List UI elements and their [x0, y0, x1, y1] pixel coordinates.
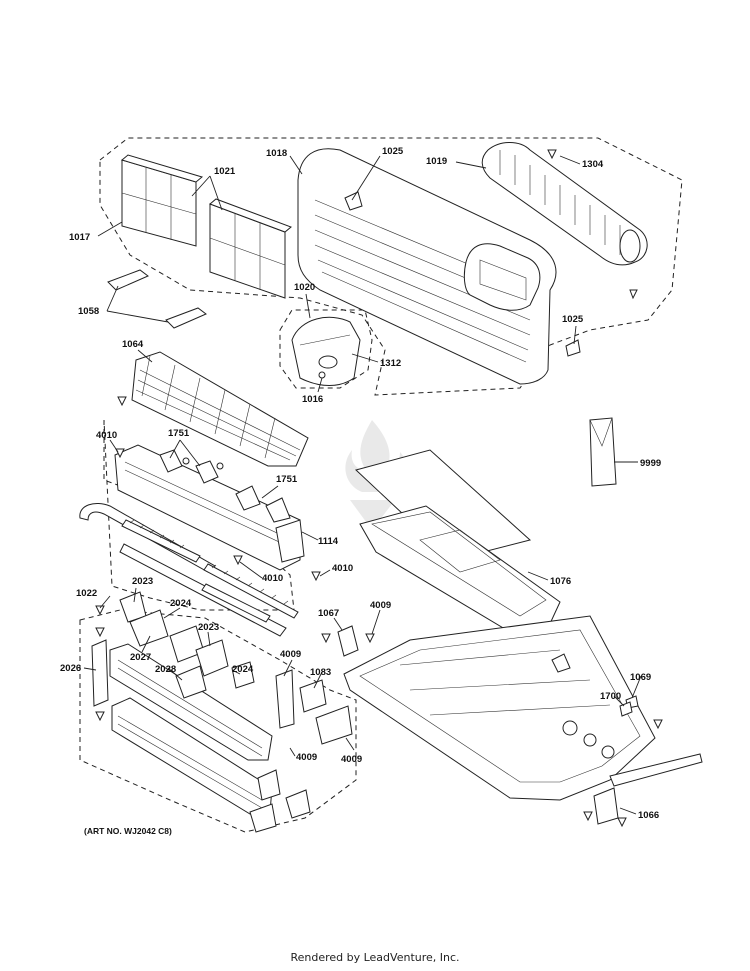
screw-4010-right	[311, 571, 321, 582]
callout-1700: 1700	[600, 691, 621, 702]
callout-1069: 1069	[630, 672, 651, 683]
callout-4010-left: 4010	[96, 430, 117, 441]
bracket-1066	[593, 787, 619, 825]
blower-wheel-1019	[481, 142, 648, 266]
callout-1018: 1018	[266, 148, 287, 159]
callout-9999: 9999	[640, 458, 661, 469]
callout-1058: 1058	[78, 306, 99, 317]
callout-1751-right: 1751	[276, 474, 298, 485]
callout-1067: 1067	[318, 608, 339, 619]
callout-4009-lower: 4009	[296, 752, 317, 763]
callout-1304: 1304	[582, 159, 604, 170]
small-filter-lower	[165, 307, 207, 329]
callout-4009-right: 4009	[341, 754, 362, 765]
callout-4010-right: 4010	[332, 563, 353, 574]
callout-2023-mid: 2023	[198, 622, 219, 633]
screw-1064	[117, 396, 127, 407]
grille-assembly-dashed-outline	[79, 609, 357, 833]
callout-2024-top: 2024	[170, 598, 192, 609]
callout-1025-side: 1025	[562, 314, 584, 325]
callout-1312: 1312	[380, 358, 401, 369]
filter-1021	[209, 198, 292, 299]
screw-1066-b	[617, 817, 627, 828]
small-filter-upper	[107, 269, 149, 291]
callout-4010-mid: 4010	[262, 573, 283, 584]
art-number: (ART NO. WJ2042 C8)	[84, 826, 172, 836]
control-bracket-assembly	[114, 444, 305, 571]
callout-2028: 2028	[155, 664, 176, 675]
bracket-1067	[337, 625, 359, 657]
callout-1064: 1064	[122, 339, 144, 350]
cover-1020	[291, 316, 361, 386]
linkage-bars	[79, 503, 299, 637]
footer-credit: Rendered by LeadVenture, Inc.	[290, 951, 460, 964]
callout-2024-mid: 2024	[232, 664, 254, 675]
manual-9999	[589, 417, 617, 487]
mesh-screen-1064	[131, 351, 309, 467]
louver-grille-assembly	[91, 591, 353, 833]
base-pan	[343, 615, 703, 801]
callout-1025-top: 1025	[382, 146, 404, 157]
cabinet-1018	[297, 148, 581, 385]
screw-1067	[321, 633, 331, 644]
callout-1022: 1022	[76, 588, 97, 599]
callout-1016: 1016	[302, 394, 323, 405]
callout-2026: 2026	[60, 663, 81, 674]
screw-grille-bottom	[95, 711, 105, 722]
leader-lines	[83, 155, 642, 815]
screw-right	[653, 719, 663, 730]
screw-4009-pan	[365, 633, 375, 644]
callout-2027: 2027	[130, 652, 151, 663]
callout-1083: 1083	[310, 667, 331, 678]
callout-4009-mid: 4009	[280, 649, 301, 660]
callout-1076: 1076	[550, 576, 571, 587]
screw-blower-bottom	[629, 289, 638, 300]
callout-1114: 1114	[318, 536, 339, 547]
filter-1017	[120, 154, 204, 247]
manual-fold	[589, 417, 613, 447]
callout-1021: 1021	[214, 166, 236, 177]
callout-labels: 1017 1021 1018 1025 1019 1304 1058 1020 …	[60, 146, 661, 836]
callout-1751-top: 1751	[168, 428, 190, 439]
screw-1066-a	[583, 811, 593, 822]
screw-1304	[547, 149, 557, 160]
callout-1019: 1019	[426, 156, 447, 167]
screw-grille-top	[95, 627, 105, 638]
screw-4010-mid	[233, 555, 243, 566]
callout-1066: 1066	[638, 810, 659, 821]
cover-dashed-outline	[279, 309, 373, 389]
callout-1017: 1017	[69, 232, 90, 243]
callout-2023-top: 2023	[132, 576, 153, 587]
top-assembly-dashed-outline	[99, 137, 683, 396]
screw-1022	[95, 605, 105, 616]
callout-4009-top: 4009	[370, 600, 391, 611]
callout-1020: 1020	[294, 282, 315, 293]
screw-4010-left	[115, 448, 125, 459]
